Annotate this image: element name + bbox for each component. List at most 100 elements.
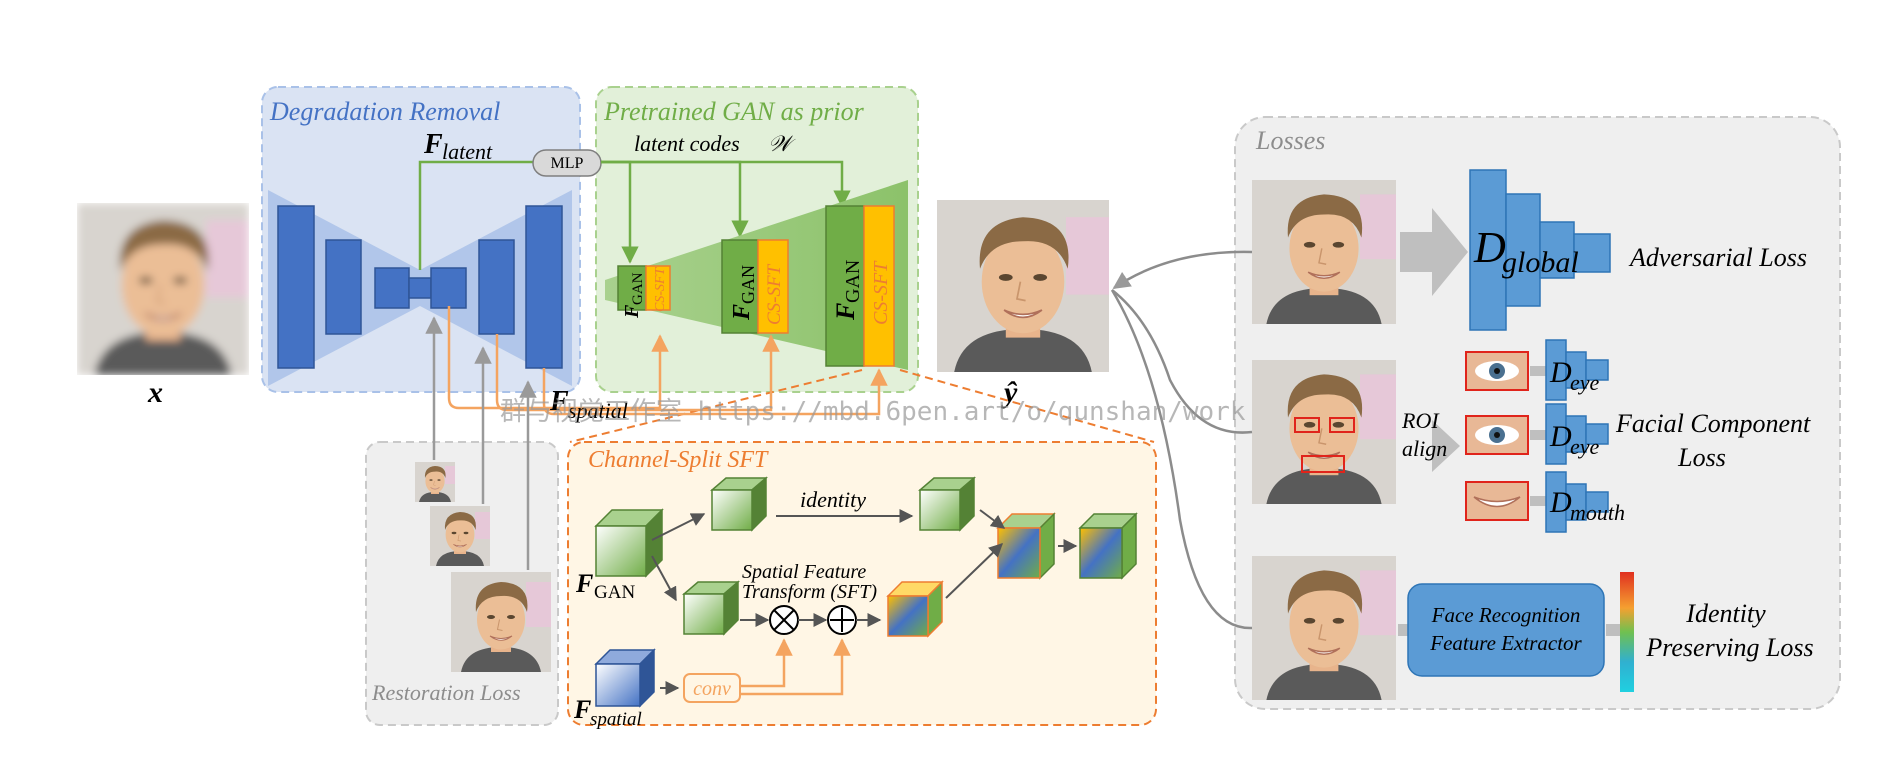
svg-text:D: D: [1473, 223, 1506, 272]
svg-text:F: F: [831, 303, 860, 321]
mouth-crop: [1465, 481, 1529, 521]
sft-green-cube: [681, 580, 741, 636]
cs-sft-label-3: CS-SFT: [870, 260, 892, 325]
pretrained-gan-title: Pretrained GAN as prior: [603, 97, 865, 126]
svg-text:latent codes: latent codes: [634, 131, 740, 156]
final-output-cube: [1078, 512, 1138, 580]
channel-split-sft-title: Channel-Split SFT: [588, 447, 769, 473]
gan-stage-1: F GAN CS-SFT: [617, 265, 671, 319]
sft-flow-arrows: [651, 509, 1078, 695]
latent-code-arrows: [601, 160, 851, 264]
mouth-discriminator: [1545, 471, 1609, 533]
output-restored-image: [937, 200, 1109, 372]
adversarial-loss-row: D global Adversarial Loss: [1252, 169, 1807, 331]
svg-text:D: D: [1549, 356, 1572, 389]
losses-title: Losses: [1255, 126, 1325, 155]
f-gan-block-2: [721, 239, 759, 334]
eye-crop-2: [1465, 415, 1529, 455]
eye-discriminator-2: [1545, 403, 1609, 465]
roi-align-arrow: [1432, 420, 1460, 472]
f-latent-label: F latent: [423, 129, 493, 164]
cs-sft-label-1: CS-SFT: [653, 266, 668, 312]
roi-left-eye-box: [1294, 417, 1320, 433]
zoom-line-left: [569, 369, 863, 443]
f-gan-label-3: F GAN: [831, 260, 864, 321]
svg-text:F: F: [575, 569, 593, 598]
f-gan-label-2: F GAN: [729, 265, 758, 321]
adversarial-loss-label: Adversarial Loss: [1628, 243, 1807, 272]
add-icon: [830, 608, 854, 632]
identity-cube-b: [917, 476, 977, 532]
global-discriminator: [1469, 169, 1611, 331]
eye-crop-1: [1465, 351, 1529, 391]
unet-encoder-block-1: [277, 205, 315, 369]
unet-encoder-block-3: [374, 267, 410, 309]
svg-text:GAN: GAN: [738, 265, 758, 304]
svg-text:GAN: GAN: [842, 260, 864, 303]
svg-text:D: D: [1549, 486, 1572, 519]
restoration-loss-arrows: [425, 316, 537, 570]
facial-component-loss-row: ROI align: [1252, 339, 1811, 533]
identity-face-image: [1252, 556, 1396, 700]
mlp-label: MLP: [551, 155, 584, 172]
f-gan-block-3: [825, 205, 865, 367]
unet-encoder-decoder: [268, 190, 572, 386]
concat-cube: [996, 512, 1056, 580]
svg-text:eye: eye: [1570, 434, 1600, 459]
restoration-thumb-medium: [430, 506, 490, 566]
latent-to-mlp-line: [418, 160, 533, 270]
d-global-label: D global: [1473, 223, 1579, 279]
roi-label-line1: ROI: [1401, 408, 1440, 433]
identity-feature-heatmap: [1620, 572, 1634, 692]
conv-to-operator-arrows: [740, 638, 851, 696]
unet-decoder-block-1: [430, 267, 467, 309]
identity-loss-label-line1: Identity: [1685, 599, 1766, 628]
spatial-feature-arrows: [447, 306, 888, 416]
identity-loss-label-line2: Preserving Loss: [1645, 633, 1813, 662]
unet-decoder-block-3: [525, 205, 563, 369]
eye-discriminator-1: [1545, 339, 1609, 401]
svg-text:F: F: [621, 304, 643, 319]
cs-sft-block-3: [863, 205, 895, 367]
f-spatial-input-label: F spatial: [573, 695, 642, 730]
adversarial-face-image: [1252, 180, 1396, 324]
face-recognition-box: [1407, 583, 1605, 677]
f-gan-input-label: F GAN: [575, 569, 635, 603]
input-x-label: x: [147, 376, 163, 409]
svg-text:F: F: [573, 695, 591, 724]
facial-component-label-line2: Loss: [1677, 443, 1726, 472]
d-eye-label-2: D eye: [1549, 420, 1600, 459]
restoration-thumb-small: [415, 462, 455, 502]
cs-sft-block-1: [645, 265, 671, 311]
sft-output-cube: [886, 580, 944, 638]
identity-cube-a: [709, 476, 769, 532]
f-spatial-label: F spatial: [549, 386, 628, 423]
zoom-line-right: [899, 369, 1155, 443]
d-mouth-label: D mouth: [1549, 486, 1625, 525]
svg-text:latent: latent: [442, 139, 493, 164]
svg-text:eye: eye: [1570, 370, 1600, 395]
adversarial-arrow: [1400, 208, 1468, 296]
svg-text:mouth: mouth: [1570, 500, 1625, 525]
sft-detail-diagram: F GAN identity F spatial: [573, 476, 1138, 730]
restoration-loss-title: Restoration Loss: [371, 680, 521, 705]
svg-text:D: D: [1549, 420, 1572, 453]
output-to-losses-connectors: [1110, 250, 1253, 630]
f-gan-block-1: [617, 265, 647, 311]
conv-box: [683, 673, 741, 703]
output-y-hat-label: ŷ: [1001, 376, 1018, 409]
gan-stage-2: F GAN CS-SFT: [721, 239, 789, 334]
svg-text:F: F: [549, 386, 569, 417]
input-degraded-image: [77, 203, 249, 375]
face-recognition-label-line2: Feature Extractor: [1429, 631, 1582, 655]
svg-text:GAN: GAN: [594, 582, 635, 603]
degradation-removal-title: Degradation Removal: [269, 97, 500, 126]
svg-text:GAN: GAN: [630, 272, 646, 305]
roi-mouth-box: [1301, 455, 1345, 473]
facial-component-face-image: [1252, 360, 1396, 504]
f-gan-label-1: F GAN: [621, 272, 646, 319]
unet-encoder-block-2: [325, 239, 362, 335]
sft-label-line2: Transform (SFT): [742, 581, 877, 603]
